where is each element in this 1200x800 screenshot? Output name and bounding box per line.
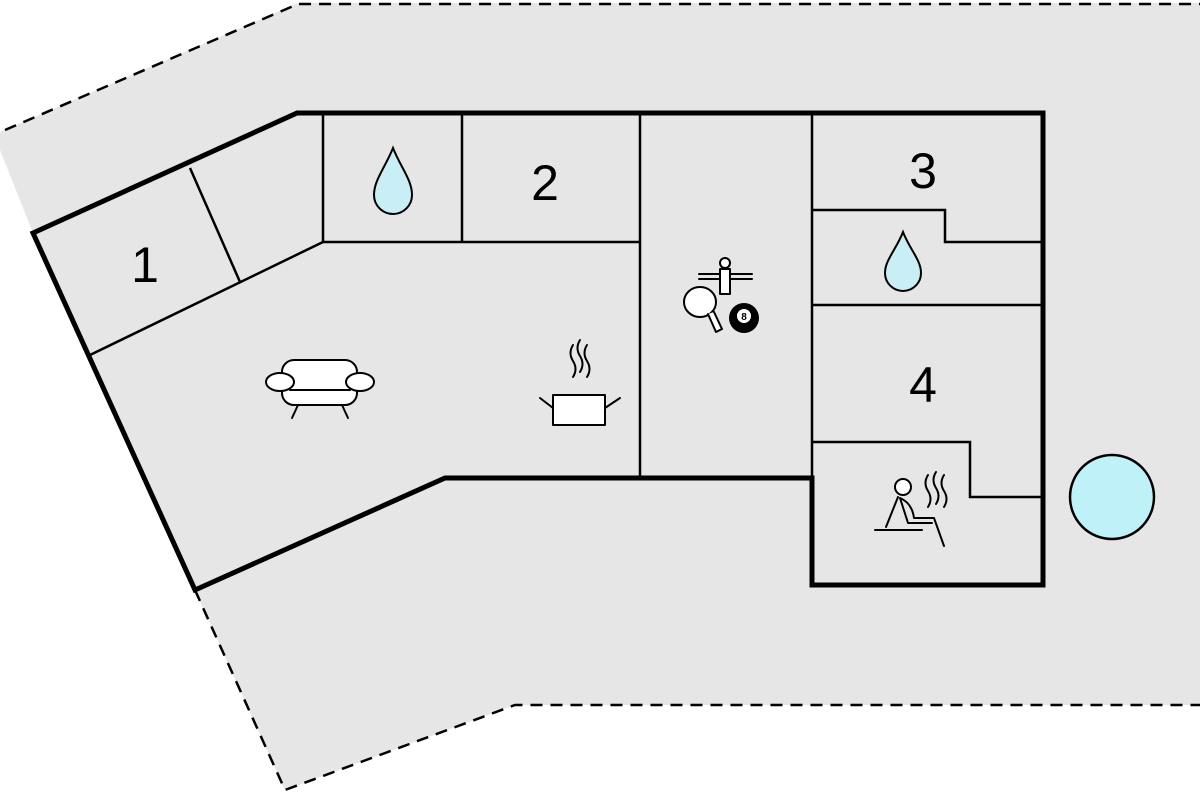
room-label-3: 3 [909, 143, 937, 199]
bathroom-drop-icon [372, 145, 414, 215]
bathroom-drop-icon [883, 229, 923, 292]
plot-boundary [4, 2, 1200, 132]
interior-walls [89, 113, 1043, 499]
room-label-4: 4 [909, 357, 937, 413]
table-tennis-icon [683, 286, 723, 333]
billiard-ball-icon: 8 [729, 303, 759, 333]
room-label-1: 1 [131, 237, 159, 293]
room-label-2: 2 [531, 155, 559, 211]
foosball-icon [698, 257, 753, 295]
billiard-ball-number: 8 [741, 312, 747, 323]
cooking-pot-icon [539, 339, 621, 426]
sofa-icon [265, 359, 375, 419]
pool-icon [1068, 453, 1156, 541]
sauna-icon [874, 471, 948, 547]
plot-boundary-bottom [193, 589, 1200, 792]
building-outline [29, 110, 1046, 594]
